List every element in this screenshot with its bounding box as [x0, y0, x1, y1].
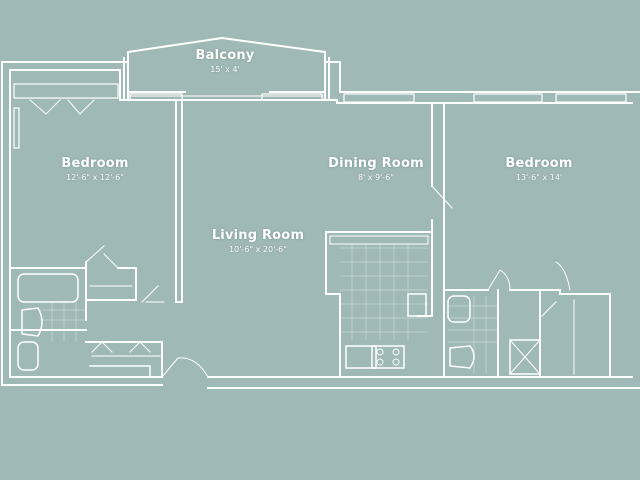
dining-room-name: Dining Room	[328, 156, 424, 171]
bathroom1	[9, 273, 209, 378]
living-room-name: Living Room	[211, 228, 305, 243]
living-room-dims: 10'-6" x 20'-6"	[229, 245, 287, 254]
living-room-label: Living Room 10'-6" x 20'-6"	[208, 228, 308, 254]
window-bands	[13, 83, 627, 149]
bedroom1-walls	[9, 99, 183, 303]
dining-room-dims: 8' x 9'-6"	[357, 173, 395, 182]
bedroom1-name: Bedroom	[61, 156, 129, 171]
bedroom2-label: Bedroom 13'-6" x 14'	[494, 156, 584, 182]
tile-grid	[40, 244, 498, 374]
exterior-walls	[1, 61, 640, 389]
bedroom1-dims: 12'-6" x 12'-6"	[66, 173, 124, 182]
interior-walls	[431, 102, 611, 378]
bedroom2-dims: 13'-6" x 14'	[515, 173, 563, 182]
dining-room-label: Dining Room 8' x 9'-6"	[326, 156, 426, 182]
balcony-dims: 15' x 4'	[210, 65, 240, 74]
bedroom1-label: Bedroom 12'-6" x 12'-6"	[50, 156, 140, 182]
kitchen	[325, 231, 433, 378]
balcony-name: Balcony	[195, 48, 255, 63]
bathroom2	[447, 289, 575, 378]
balcony-label: Balcony 15' x 4'	[190, 48, 260, 74]
bedroom2-name: Bedroom	[505, 156, 573, 171]
